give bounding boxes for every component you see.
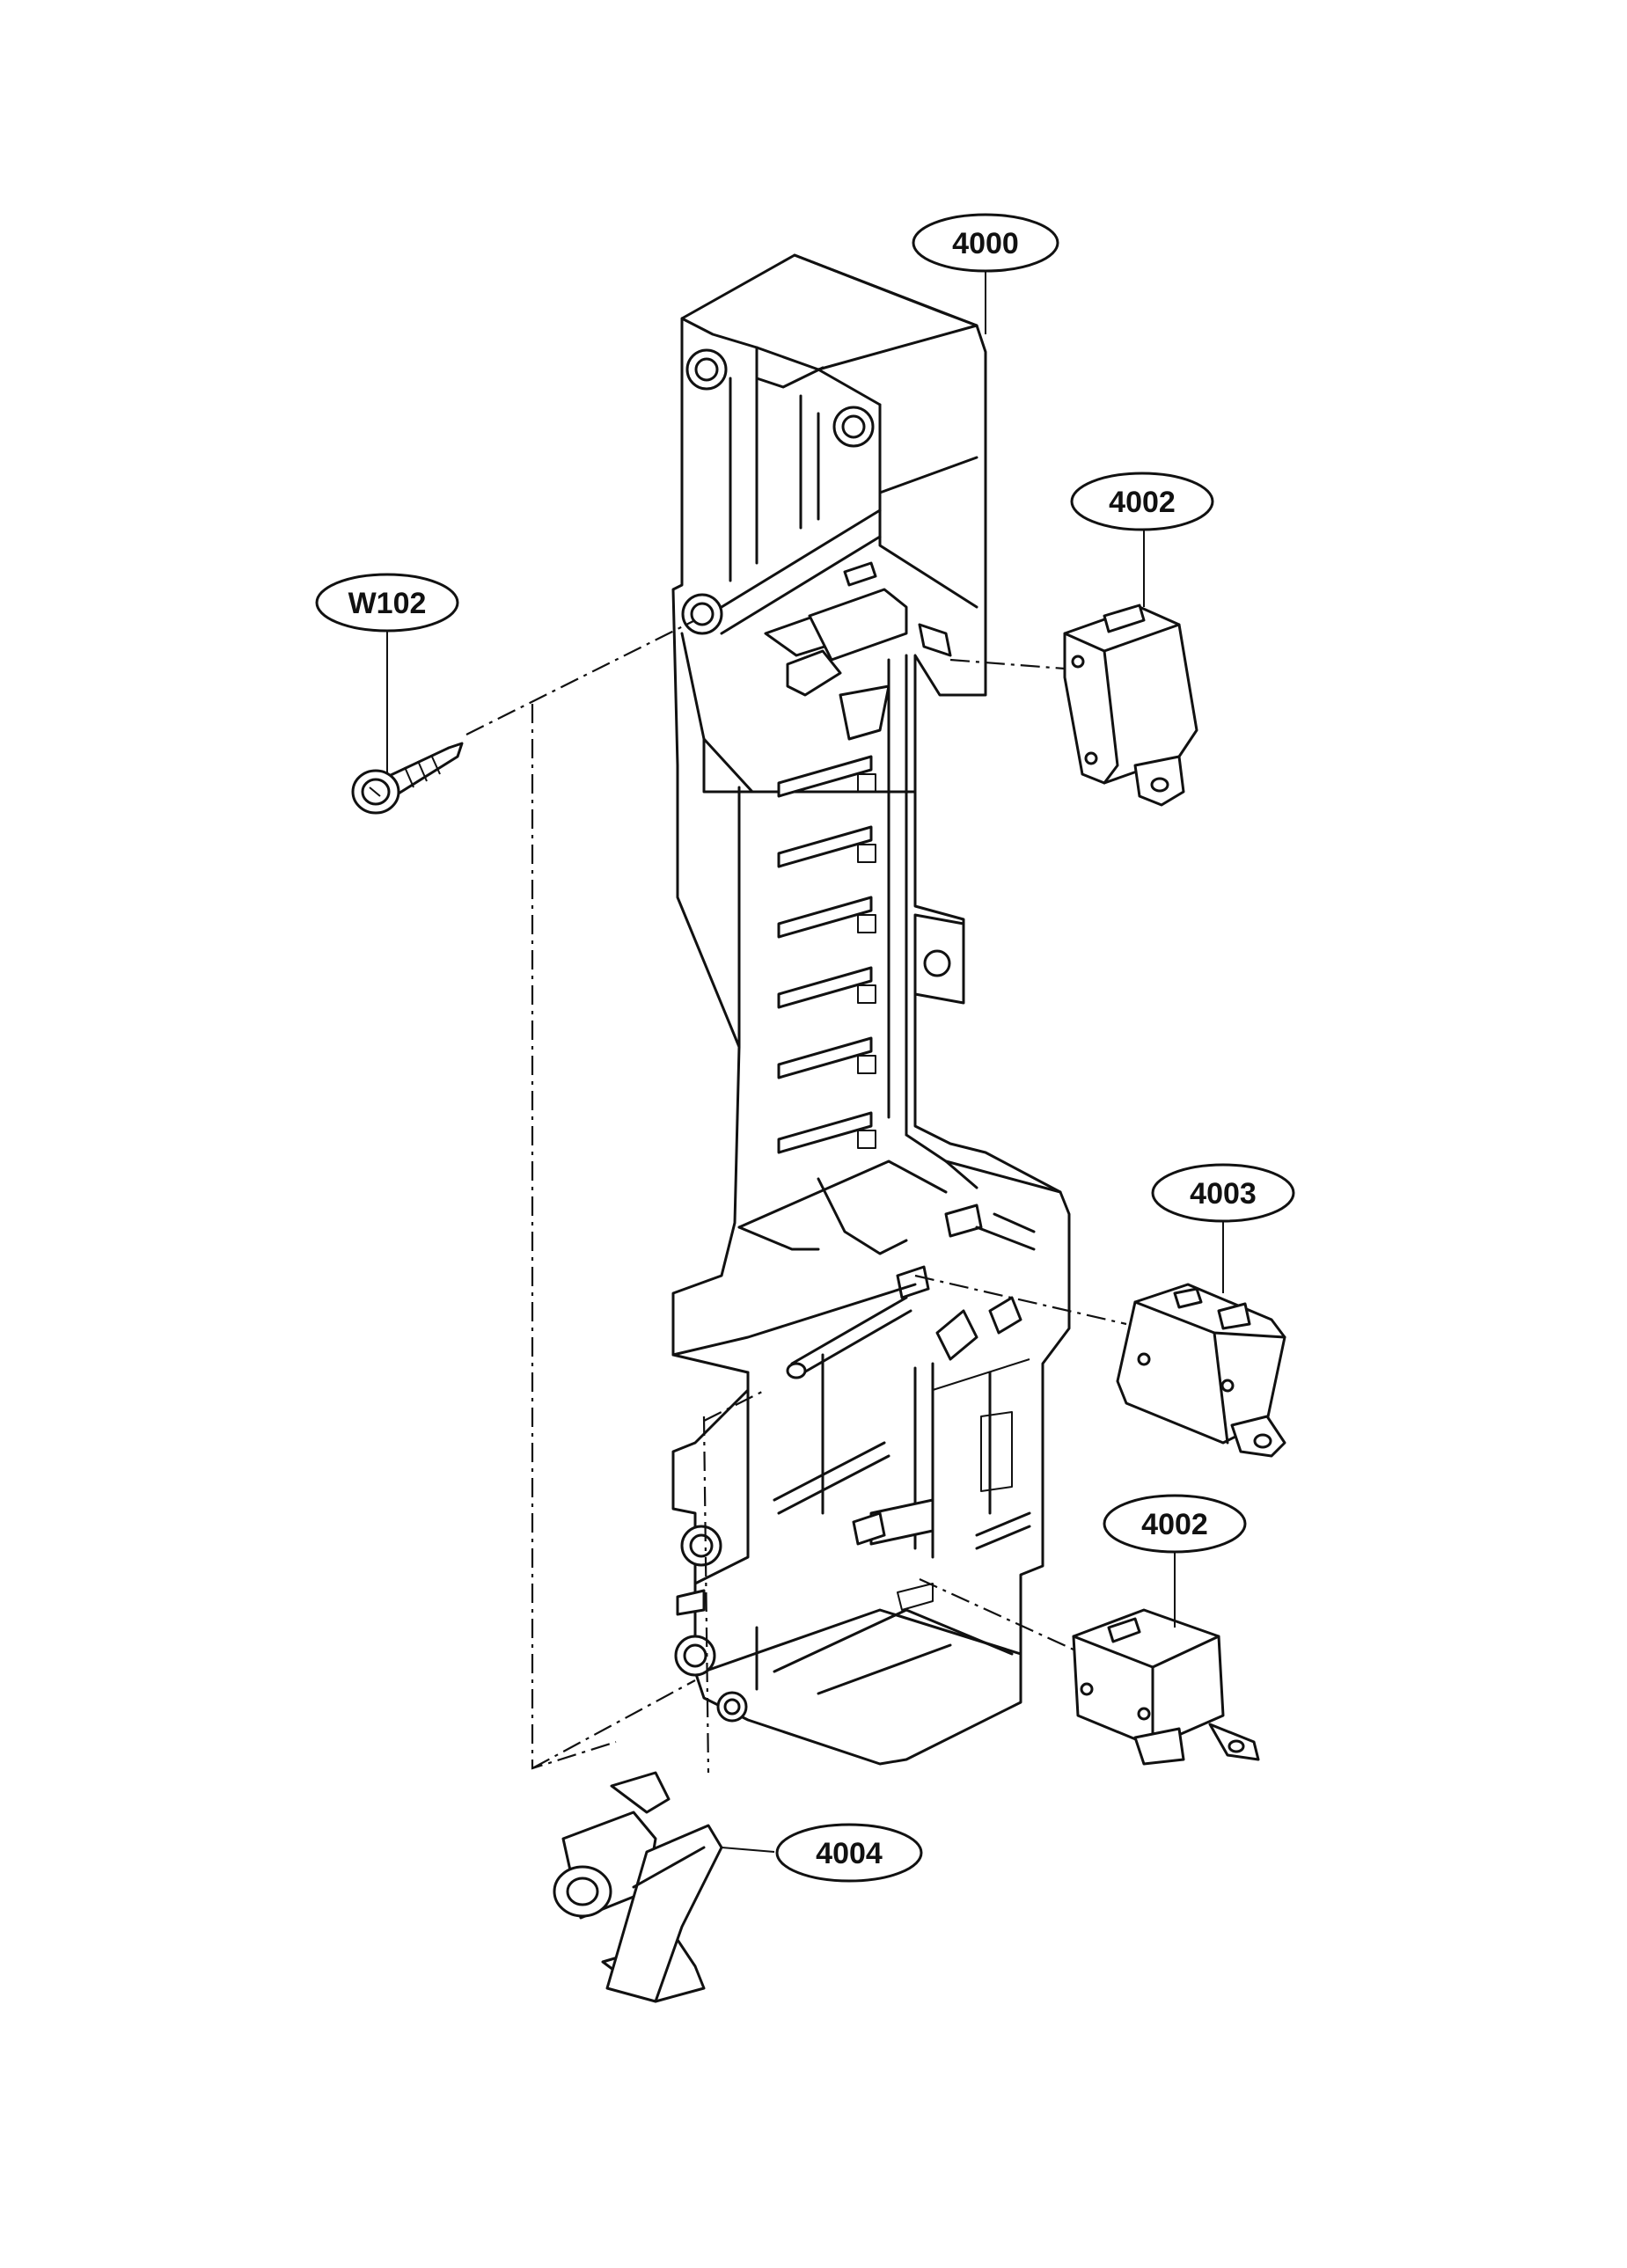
callout-label-4000: 4000 <box>952 227 1019 260</box>
callout-4002-bottom: 4002 <box>1103 1494 1247 1554</box>
micro-switch-middle-part <box>1116 1283 1286 1458</box>
micro-switch-top-part <box>1063 604 1198 807</box>
callout-label-4002-bottom: 4002 <box>1141 1508 1208 1541</box>
micro-switch-bottom-part <box>1072 1608 1260 1766</box>
callout-label-4004: 4004 <box>816 1837 883 1870</box>
callout-label-4002-top: 4002 <box>1109 486 1176 519</box>
latch-lever-part <box>553 1771 723 2003</box>
callout-4000: 4000 <box>912 213 1059 273</box>
callout-4002-top: 4002 <box>1070 472 1214 531</box>
assembly-guide-lines <box>465 619 1127 1774</box>
callout-label-w102: W102 <box>348 587 427 620</box>
latch-frame-part <box>671 253 1071 1766</box>
callout-label-4003: 4003 <box>1190 1177 1257 1211</box>
callout-w102: W102 <box>315 573 459 633</box>
callout-4004: 4004 <box>775 1823 923 1883</box>
screw-part <box>351 742 464 815</box>
leader-lines <box>386 268 1224 1853</box>
callout-4003: 4003 <box>1151 1163 1295 1223</box>
